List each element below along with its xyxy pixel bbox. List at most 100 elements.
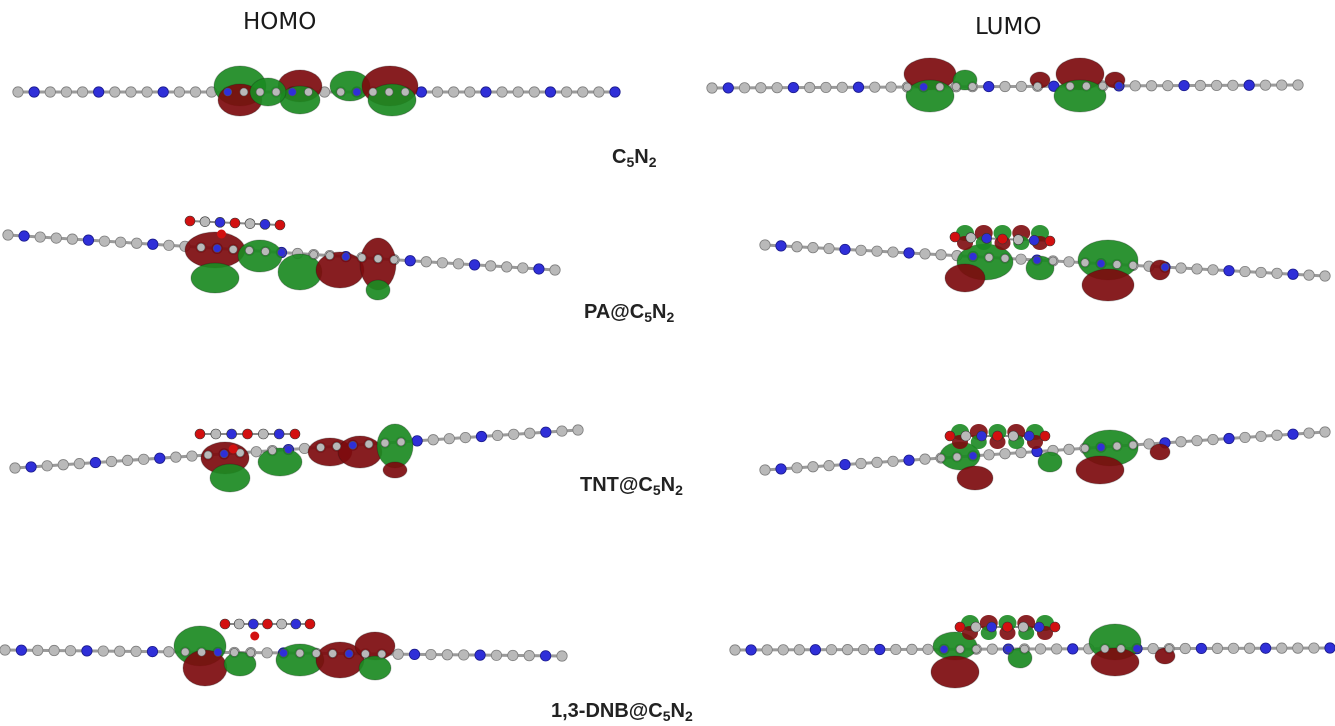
oxygen-atom [229,217,241,229]
nitrogen-atom [1048,80,1060,92]
red-orbital-lobe [1081,268,1135,302]
nitrogen-atom [745,644,757,656]
carbon-atom [163,239,175,251]
carbon-atom [755,82,767,94]
nitrogen-atom [540,426,552,438]
carbon-atom [64,645,77,657]
carbon-atom [1303,427,1315,439]
oxygen-atom [262,618,273,630]
carbon-atom [125,86,137,98]
carbon-atom [400,87,410,97]
carbon-atom [325,251,335,260]
carbon-atom [1129,80,1141,92]
carbon-atom [60,86,73,98]
nitrogen-atom [1223,432,1235,445]
oxygen-atom [304,618,316,630]
nitrogen-atom [25,461,37,473]
green-orbital-lobe [237,239,283,273]
carbon-atom [122,454,134,466]
carbon-atom [197,647,206,657]
carbon-atom [1162,80,1174,92]
carbon-atom [825,644,838,656]
carbon-atom [230,648,239,657]
carbon-atom [189,86,202,98]
nitrogen-atom [212,244,222,253]
carbon-atom [1175,436,1187,448]
carbon-atom [858,643,870,656]
oxygen-atom [194,428,206,440]
nitrogen-atom [968,252,978,261]
carbon-atom [1179,642,1191,655]
carbon-atom [170,451,182,463]
nitrogen-atom [408,648,421,661]
carbon-atom [109,86,121,98]
nitrogen-atom [82,234,95,246]
carbon-atom [452,258,465,270]
nitrogen-atom [839,458,851,471]
nitrogen-atom [226,428,237,440]
carbon-atom [336,87,346,97]
carbon-atom [244,218,256,229]
carbon-atom [965,232,977,243]
carbon-atom [180,647,190,657]
carbon-atom [1116,644,1126,654]
carbon-atom [869,81,881,93]
nitrogen-atom [1096,259,1106,268]
carbon-atom [1164,644,1174,653]
carbon-atom [491,429,504,442]
adsorbate-molecule [194,428,301,454]
carbon-atom [1008,430,1019,442]
carbon-atom [807,242,819,254]
carbon-atom [258,428,269,440]
carbon-atom [114,645,126,657]
carbon-atom [425,648,437,661]
nitrogen-atom [1132,644,1142,653]
carbon-atom [528,86,540,98]
panel-homo-c5n2 [12,65,621,117]
carbon-atom [1015,253,1027,265]
carbon-atom [380,438,390,448]
carbon-atom [807,461,819,473]
carbon-atom [396,437,406,447]
carbon-atom [245,246,254,255]
carbon-atom [361,649,370,659]
nitrogen-atom [89,456,102,469]
green-orbital-lobe [277,253,323,291]
adsorbate-molecule [949,225,1056,250]
carbon-atom [1020,644,1029,654]
nitrogen-atom [219,449,229,459]
carbon-atom [235,448,245,458]
carbon-atom [890,643,902,656]
nitrogen-atom [277,248,286,257]
carbon-atom [887,246,899,258]
carbon-atom [577,86,589,98]
carbon-atom [57,459,69,471]
carbon-atom [228,245,238,254]
slab-bond [734,646,1331,652]
carbon-atom [34,231,46,243]
nitrogen-atom [214,217,226,228]
carbon-atom [443,433,455,445]
nitrogen-atom [903,247,915,259]
carbon-atom [163,646,175,658]
carbon-atom [791,241,803,253]
carbon-atom [448,86,460,98]
panel-lumo-c5n2 [706,57,1304,113]
adsorbate-molecule [954,615,1061,640]
carbon-atom [1243,642,1256,654]
red-orbital-lobe [382,461,408,479]
panel-homo-tnt [9,423,584,493]
carbon-atom [115,236,127,248]
green-orbital-lobe [365,279,391,301]
nitrogen-atom [775,463,787,475]
carbon-atom [364,439,374,449]
red-orbital-lobe [1075,455,1125,485]
carbon-atom [971,644,981,654]
carbon-atom [508,428,520,440]
red-orbital-lobe [315,251,365,289]
carbon-atom [1147,642,1159,655]
carbon-atom [1112,260,1122,269]
carbon-atom [936,453,946,463]
carbon-atom [50,232,62,244]
carbon-atom [1128,440,1138,450]
